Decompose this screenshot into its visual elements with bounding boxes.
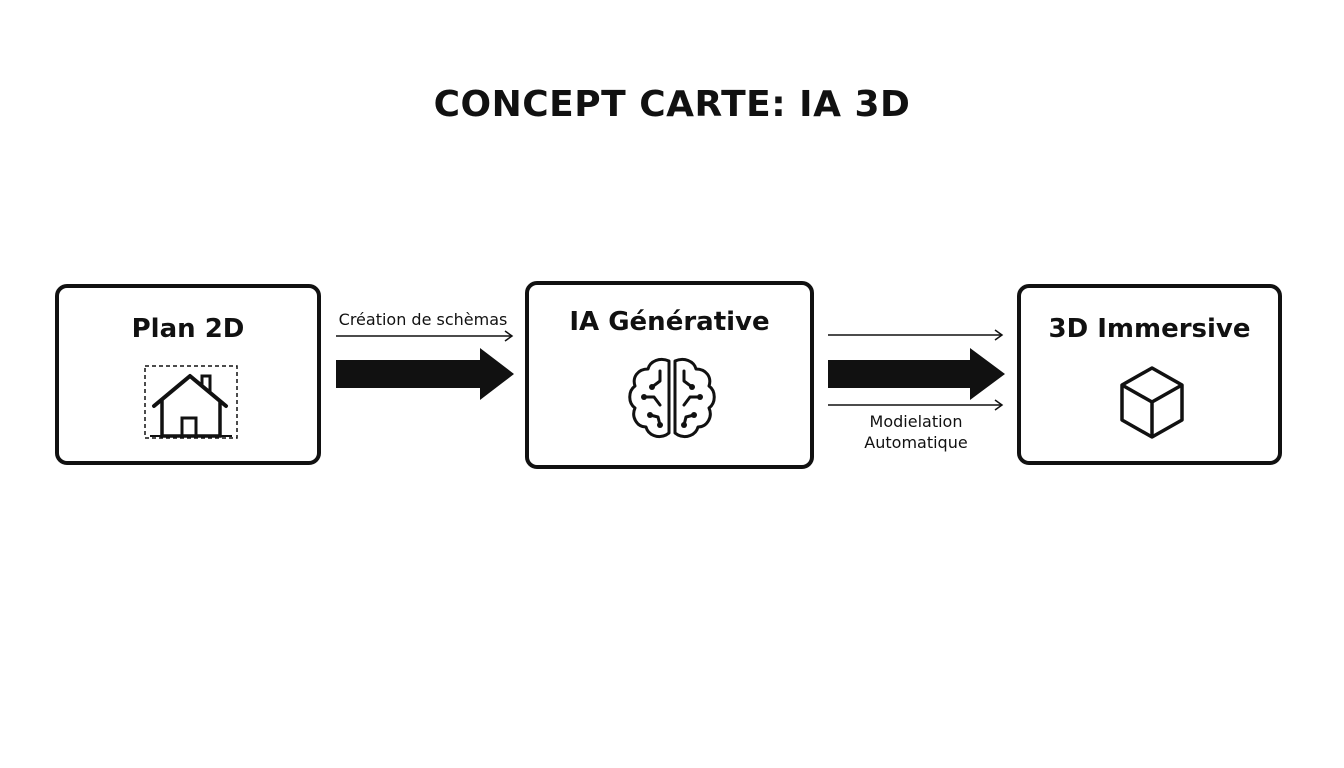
edge-arrow-ia-to-3d — [828, 329, 1005, 411]
brain-icon — [628, 357, 716, 439]
node-label-3d-immersive: 3D Immersive — [1048, 314, 1251, 344]
house-icon — [144, 365, 238, 439]
edge-label-ia-to-3d: Modielation Automatique — [836, 411, 996, 453]
node-3d-immersive: 3D Immersive — [1017, 284, 1282, 465]
edge-label-plan-to-ia: Création de schèmas — [330, 309, 516, 330]
node-ia-generative: IA Générative — [525, 281, 814, 469]
edge-label-line: Automatique — [864, 433, 968, 452]
cube-icon — [1120, 366, 1184, 439]
node-plan-2d: Plan 2D — [55, 284, 321, 465]
node-label-plan-2d: Plan 2D — [131, 314, 245, 344]
edge-arrow-plan-to-ia — [336, 330, 514, 400]
edge-label-line: Modielation — [869, 412, 963, 431]
edge-label-line: Création de schèmas — [338, 310, 508, 329]
node-label-ia-generative: IA Générative — [569, 307, 770, 337]
diagram-title: CONCEPT CARTE: IA 3D — [433, 84, 911, 125]
